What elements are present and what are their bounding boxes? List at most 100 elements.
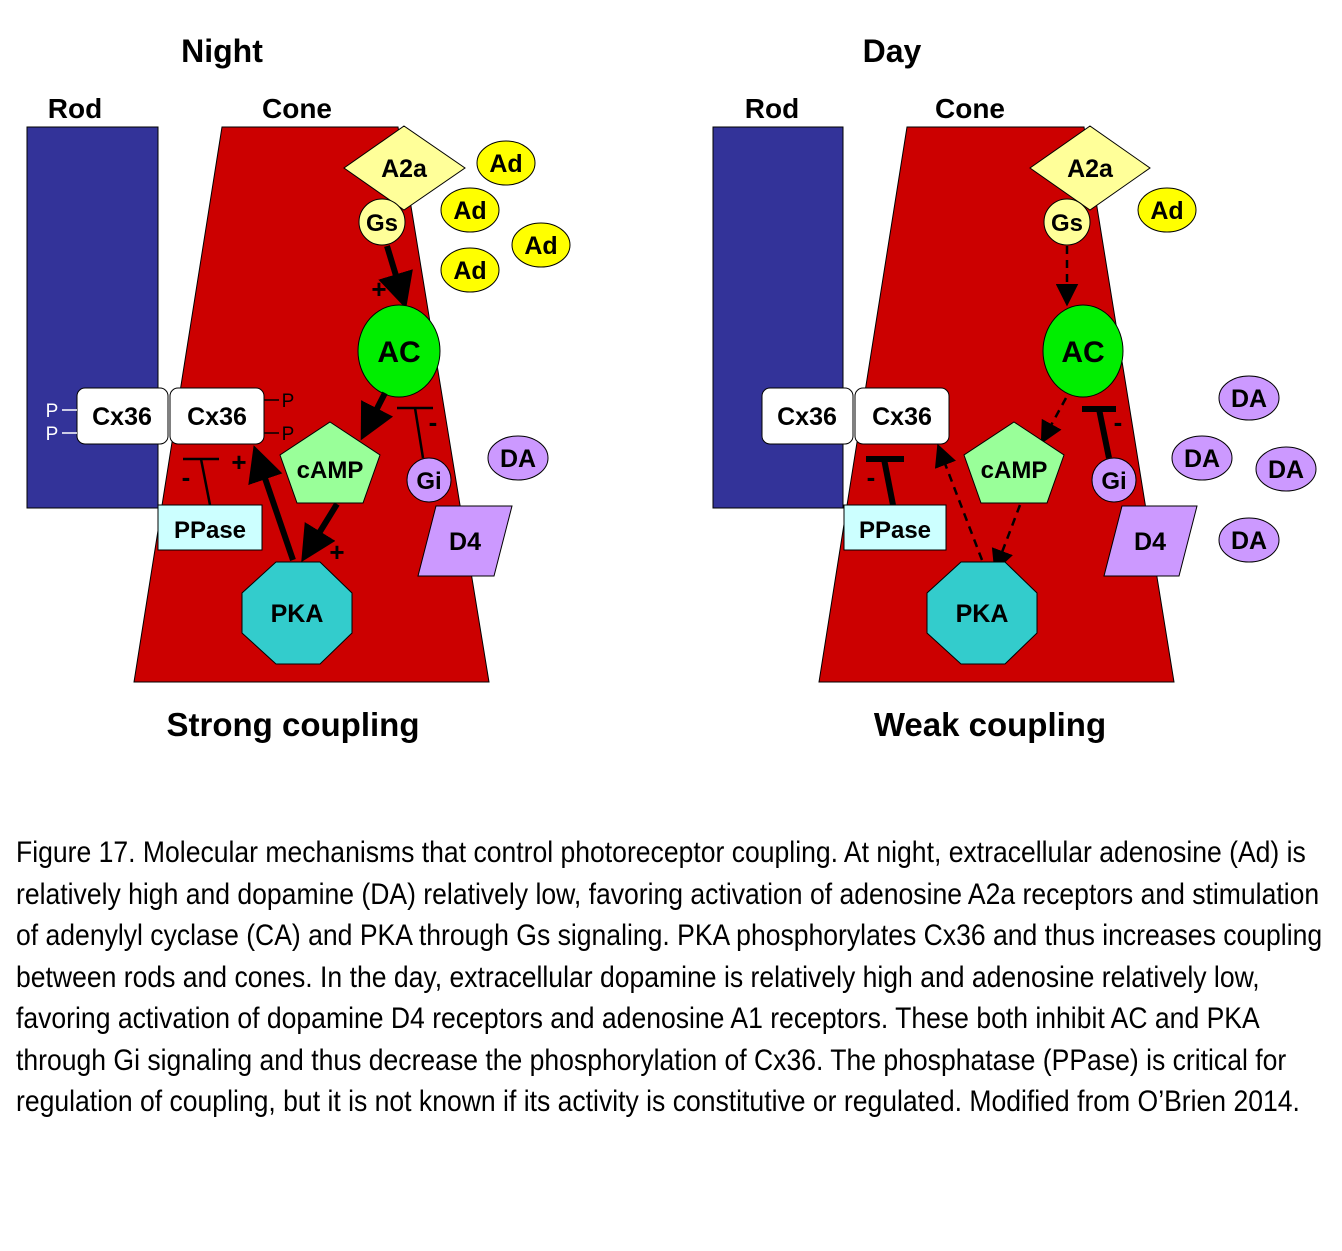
adenosine-molecule [476,140,536,186]
day-title: Day [863,33,922,69]
night-rod-label: Rod [48,93,102,124]
day-rod-label: Rod [745,93,799,124]
night-camp-pka-arrow [301,502,340,563]
night-gi-sign: - [429,407,438,437]
day-ac-camp-arrow [1040,397,1068,444]
night-camp [279,421,381,504]
night-gs-label: Gs [366,210,398,237]
night-d4-receptor [417,505,513,577]
day-ppase [843,504,947,551]
day-camp [963,421,1065,504]
dopamine-label: DA [1231,385,1267,413]
day-dopamine-group: DA DA DA DA [1171,375,1317,563]
coupling-diagram: Night Rod Cone A2a Gs Ad Ad Ad Ad + AC [26,33,1317,743]
figure-caption: Figure 17. Molecular mechanisms that con… [16,836,1323,1118]
day-coupling-label: Weak coupling [874,706,1106,743]
adenosine-label: Ad [489,150,522,178]
night-gs-ac-arrow [378,245,413,309]
adenosine-label: Ad [453,197,486,225]
day-ppase-inhibit-stem [881,458,896,506]
day-a2a-receptor [1029,125,1151,211]
night-phospho-marks [62,409,77,434]
day-gi-inhibit-stem [1096,408,1112,459]
day-pka [926,561,1038,665]
night-a2a-label: A2a [381,155,428,183]
day-camp-label: cAMP [981,457,1048,484]
night-pka-label: PKA [271,600,324,628]
day-d4-receptor [1103,505,1198,577]
night-ppase [157,504,263,551]
day-panel: Day Rod Cone A2a Gs Ad AC cAMP PKA [712,33,1317,743]
day-cone-cx36 [854,387,950,445]
adenosine-label: Ad [453,257,486,285]
day-ppase-sign: - [867,462,876,492]
day-camp-pka-arrow [991,504,1022,573]
day-ac-label: AC [1061,336,1104,369]
phospho-mark: P [46,424,59,445]
dopamine-molecule [1218,517,1280,563]
night-panel: Night Rod Cone A2a Gs Ad Ad Ad Ad + AC [26,33,571,743]
night-camp-label: cAMP [297,457,364,484]
night-ppase-sign: - [182,462,191,492]
night-cone-cx36 [169,387,265,445]
day-rod-cx36 [761,387,854,445]
day-gs-label: Gs [1051,210,1083,237]
night-camp-pka-sign: + [329,537,344,567]
night-cone-label: Cone [262,93,332,124]
night-phospho-lines-right [264,399,279,434]
night-rod-cell [26,126,159,509]
phospho-mark: P [282,391,295,412]
dopamine-label: DA [500,445,536,473]
night-gs [358,198,406,246]
phospho-mark: P [282,424,295,445]
dopamine-label: DA [1268,456,1304,484]
adenosine-molecule [511,222,571,268]
day-gs [1043,198,1091,246]
night-title: Night [181,33,263,69]
night-d4-label: D4 [449,528,481,556]
night-gi [406,457,452,503]
adenosine-label: Ad [1150,197,1183,225]
adenosine-label: Ad [524,232,557,260]
night-ac-camp-arrow [360,391,394,441]
day-rod-cx36-label: Cx36 [777,403,837,431]
day-pka-cx36-arrow [934,443,984,561]
day-gi-label: Gi [1101,468,1126,495]
night-pka [241,561,353,665]
day-ac [1042,304,1124,398]
adenosine-molecule [440,247,500,293]
night-cone-cx36-label: Cx36 [187,403,247,431]
night-ac [357,304,441,398]
night-ppase-inhibit-stem [199,458,212,506]
dopamine-molecule [1218,375,1280,421]
day-a2a-label: A2a [1067,155,1114,183]
night-rod-cx36 [76,387,169,445]
adenosine-molecule [440,187,500,233]
day-cone-label: Cone [935,93,1005,124]
phospho-mark: P [46,401,59,422]
day-pka-label: PKA [956,600,1009,628]
night-gs-ac-sign: + [371,274,386,304]
day-gi-sign: - [1114,407,1123,437]
adenosine-molecule [1137,187,1197,233]
dopamine-label: DA [1184,445,1220,473]
night-ppase-label: PPase [174,517,246,544]
night-ac-label: AC [377,336,420,369]
dopamine-molecule [1171,435,1233,481]
night-gi-label: Gi [416,468,441,495]
dopamine-molecule [487,435,549,481]
day-rod-cell [712,126,844,509]
dopamine-molecule [1255,446,1317,492]
day-gi [1091,457,1137,503]
day-d4-label: D4 [1134,528,1166,556]
day-ppase-label: PPase [859,517,931,544]
night-rod-cx36-label: Cx36 [92,403,152,431]
dopamine-label: DA [1231,527,1267,555]
night-adenosine-group: Ad Ad Ad Ad [440,140,571,293]
night-gi-inhibit-stem [413,407,425,459]
night-coupling-label: Strong coupling [167,706,420,743]
night-pka-cx36-arrow [248,445,296,561]
day-cone-cx36-label: Cx36 [872,403,932,431]
night-a2a-receptor [343,125,466,211]
night-pka-cx36-sign: + [231,447,246,477]
